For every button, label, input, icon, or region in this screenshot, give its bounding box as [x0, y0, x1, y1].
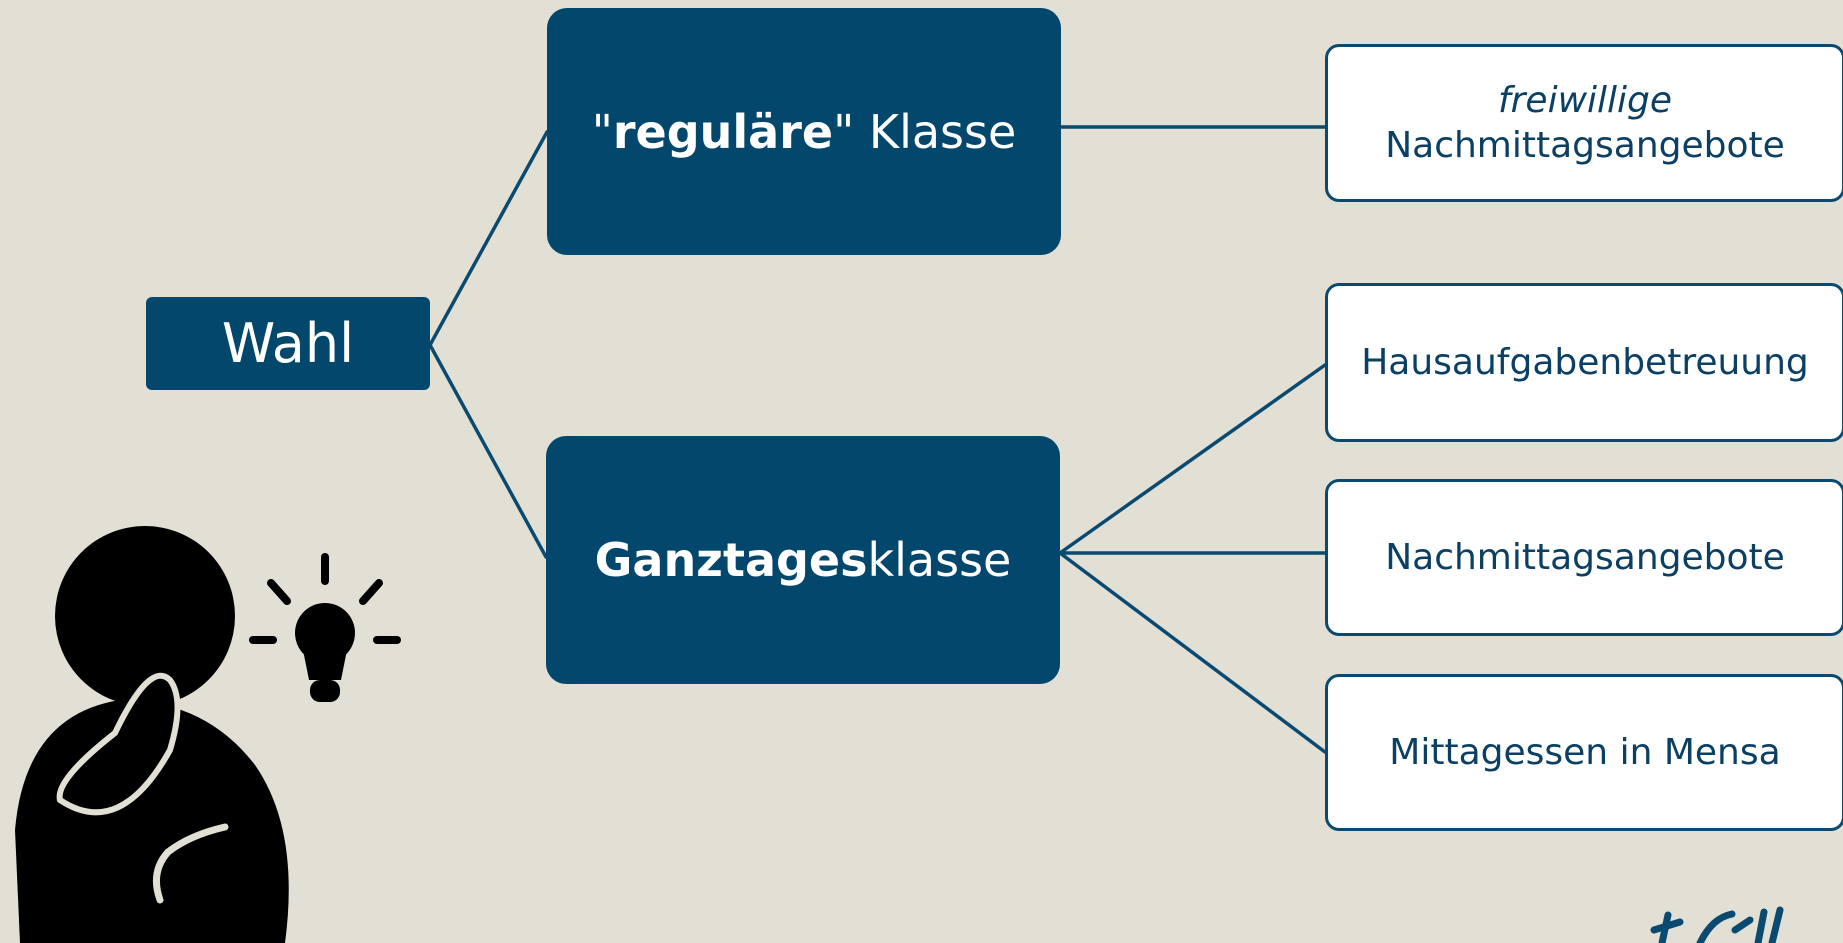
lunch-canteen-label: Mittagessen in Mensa [1389, 732, 1781, 773]
node-homework-supervision: Hausaufgabenbetreuung [1325, 283, 1843, 442]
quote-close: " [833, 104, 855, 159]
node-fullday-class-label: Ganztagesklasse [595, 533, 1012, 587]
connector-wahl-regular [428, 130, 549, 347]
node-regular-class: "reguläre" Klasse [547, 8, 1061, 255]
node-lunch-canteen: Mittagessen in Mensa [1325, 674, 1843, 831]
connector-ganztag-mittag [1058, 551, 1327, 754]
node-voluntary-afternoon-offers: freiwillige Nachmittagsangebote [1325, 44, 1843, 202]
quote-open: " [591, 104, 613, 159]
node-fullday-class: Ganztagesklasse [546, 436, 1060, 684]
homework-supervision-label: Hausaufgabenbetreuung [1361, 342, 1809, 383]
node-afternoon-offers: Nachmittagsangebote [1325, 479, 1843, 636]
lightbulb-icon [249, 553, 401, 702]
fullday-class-rest: klasse [867, 533, 1012, 587]
node-regular-class-label: "reguläre" Klasse [592, 105, 1017, 159]
node-wahl-label: Wahl [221, 312, 355, 375]
node-wahl: Wahl [146, 297, 430, 390]
voluntary-label: freiwillige [1497, 80, 1673, 121]
corner-logo-icon [1650, 906, 1784, 943]
afternoon-offers-label: Nachmittagsangebote [1385, 537, 1785, 578]
thinking-person-icon [15, 526, 289, 943]
afternoon-offers-label: Nachmittagsangebote [1385, 125, 1785, 166]
regular-class-bold: reguläre [612, 104, 834, 159]
connector-ganztag-hausaufgaben [1058, 363, 1327, 555]
fullday-class-bold: Ganztages [594, 533, 868, 587]
regular-class-rest: Klasse [854, 104, 1017, 159]
connector-wahl-ganztag [428, 343, 548, 559]
